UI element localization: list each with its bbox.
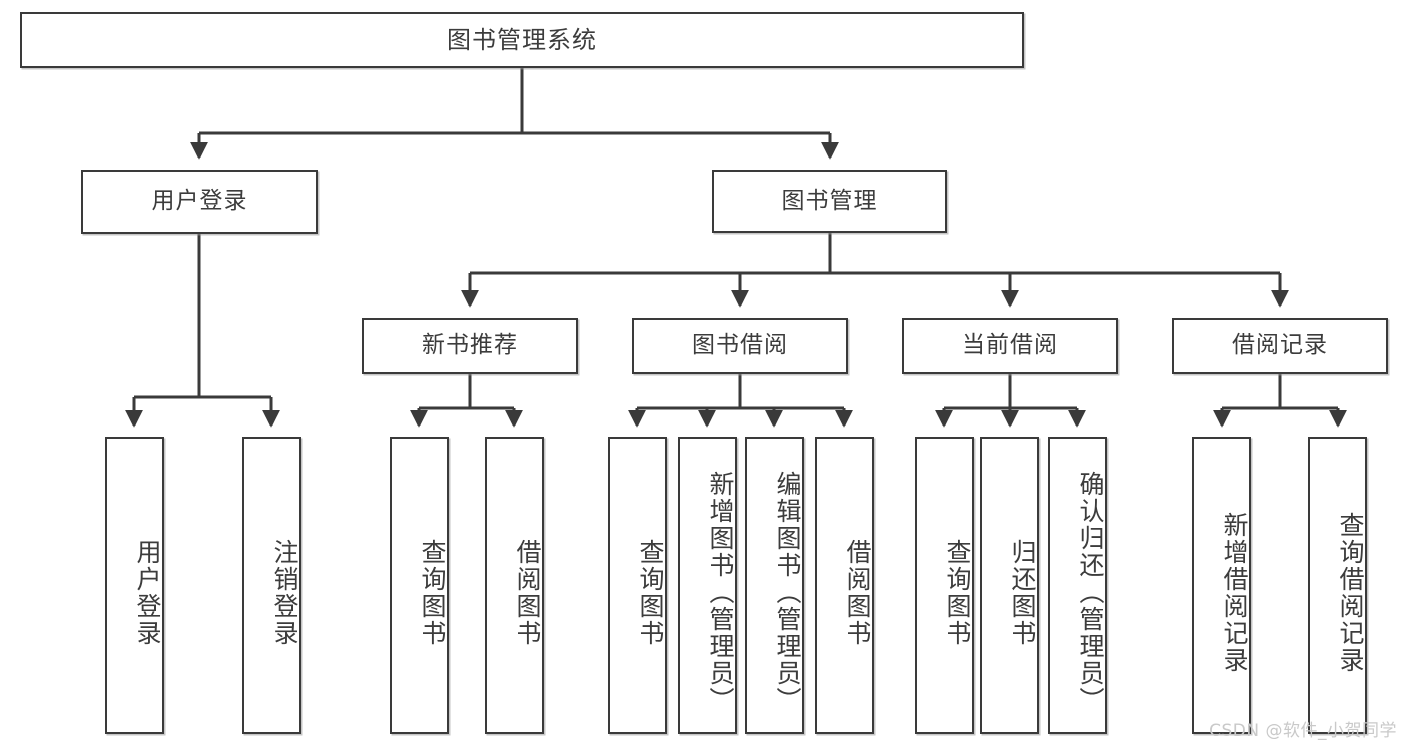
leaf-edit-book-label: 编辑图书（管理员） bbox=[773, 471, 802, 714]
leaf-borrow-book-1[interactable]: 借阅图书 bbox=[485, 437, 544, 734]
node-current-borrow[interactable]: 当前借阅 bbox=[902, 318, 1118, 374]
leaf-query-book-2-label: 查询图书 bbox=[636, 538, 665, 647]
node-user-login[interactable]: 用户登录 bbox=[81, 170, 318, 234]
watermark-text: CSDN @软件_小贺同学 bbox=[1209, 721, 1397, 741]
leaf-confirm-return[interactable]: 确认归还（管理员） bbox=[1048, 437, 1107, 734]
leaf-borrow-book-1-label: 借阅图书 bbox=[513, 538, 542, 647]
node-book-borrow[interactable]: 图书借阅 bbox=[632, 318, 848, 374]
leaf-user-logout-label: 注销登录 bbox=[270, 538, 299, 647]
node-new-book-rec-label: 新书推荐 bbox=[422, 332, 518, 359]
node-borrow-record-label: 借阅记录 bbox=[1232, 332, 1328, 359]
leaf-return-book-label: 归还图书 bbox=[1008, 538, 1037, 647]
leaf-query-record-label: 查询借阅记录 bbox=[1336, 511, 1365, 674]
leaf-user-login-label: 用户登录 bbox=[133, 538, 162, 647]
leaf-add-record[interactable]: 新增借阅记录 bbox=[1192, 437, 1251, 734]
node-borrow-record[interactable]: 借阅记录 bbox=[1172, 318, 1388, 374]
leaf-edit-book[interactable]: 编辑图书（管理员） bbox=[745, 437, 804, 734]
node-new-book-rec[interactable]: 新书推荐 bbox=[362, 318, 578, 374]
node-book-borrow-label: 图书借阅 bbox=[692, 332, 788, 359]
node-root[interactable]: 图书管理系统 bbox=[20, 12, 1024, 68]
leaf-borrow-book-2-label: 借阅图书 bbox=[843, 538, 872, 647]
leaf-return-book[interactable]: 归还图书 bbox=[980, 437, 1039, 734]
leaf-query-book-2[interactable]: 查询图书 bbox=[608, 437, 667, 734]
leaf-add-record-label: 新增借阅记录 bbox=[1220, 511, 1249, 674]
leaf-query-book-3[interactable]: 查询图书 bbox=[915, 437, 974, 734]
node-book-manage[interactable]: 图书管理 bbox=[712, 170, 947, 233]
node-current-borrow-label: 当前借阅 bbox=[962, 332, 1058, 359]
leaf-borrow-book-2[interactable]: 借阅图书 bbox=[815, 437, 874, 734]
leaf-query-record[interactable]: 查询借阅记录 bbox=[1308, 437, 1367, 734]
node-book-manage-label: 图书管理 bbox=[781, 187, 878, 214]
leaf-add-book[interactable]: 新增图书（管理员） bbox=[678, 437, 737, 734]
node-root-label: 图书管理系统 bbox=[447, 25, 597, 54]
node-user-login-label: 用户登录 bbox=[151, 188, 248, 215]
leaf-query-book-1[interactable]: 查询图书 bbox=[390, 437, 449, 734]
leaf-query-book-3-label: 查询图书 bbox=[943, 538, 972, 647]
leaf-query-book-1-label: 查询图书 bbox=[418, 538, 447, 647]
leaf-confirm-return-label: 确认归还（管理员） bbox=[1076, 471, 1105, 714]
leaf-user-login[interactable]: 用户登录 bbox=[105, 437, 164, 734]
leaf-user-logout[interactable]: 注销登录 bbox=[242, 437, 301, 734]
leaf-add-book-label: 新增图书（管理员） bbox=[706, 471, 735, 714]
